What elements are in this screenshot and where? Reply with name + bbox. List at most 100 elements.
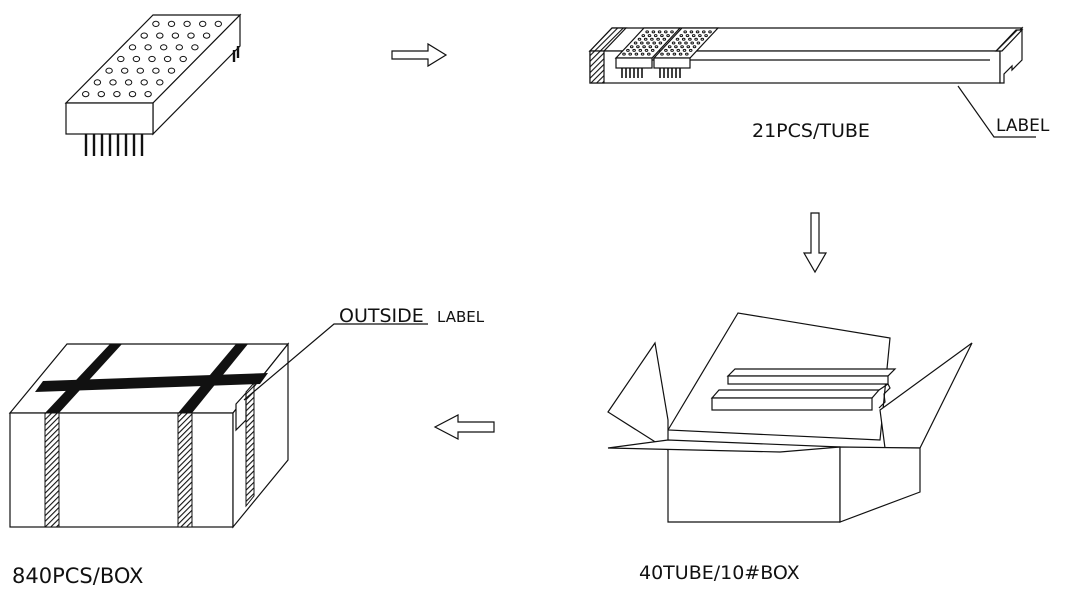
led-dot [105, 67, 113, 74]
led-dot [645, 30, 650, 34]
led-dot [167, 67, 176, 74]
led-dot [179, 55, 187, 63]
tube-label-text: LABEL [996, 116, 1050, 136]
led-dot [670, 30, 674, 34]
led-dot [636, 45, 640, 49]
led-dot [128, 44, 137, 51]
led-dot [171, 32, 180, 39]
led-dot [140, 32, 148, 39]
led-dot [690, 41, 695, 45]
led-dot [654, 45, 659, 49]
tube-capacity-text: 21PCS/TUBE [752, 120, 870, 142]
led-dot [121, 67, 129, 74]
led-dot [662, 37, 667, 41]
led-dot [650, 37, 654, 41]
led-dot [128, 91, 137, 98]
led-dot [657, 30, 662, 34]
led-dot [156, 79, 164, 86]
led-dot [692, 45, 697, 49]
box-capacity-text: 840PCS/BOX [12, 564, 143, 588]
led-dot [688, 37, 692, 41]
led-dot [642, 45, 646, 49]
led-dot [202, 32, 211, 39]
led-dot [191, 44, 199, 51]
led-dot [678, 41, 682, 45]
led-dot [700, 37, 705, 41]
led-dot [656, 37, 660, 41]
tube [588, 26, 1036, 138]
led-dot [684, 41, 688, 45]
arrow-right-icon [391, 42, 448, 68]
led-dot [689, 30, 694, 34]
led-dot [628, 52, 633, 56]
led-dot [640, 41, 644, 45]
led-dot [199, 20, 207, 27]
led-dot [694, 37, 698, 41]
led-dot [653, 34, 658, 38]
led-dot [675, 37, 680, 41]
led-dot [671, 41, 676, 45]
led-dot [695, 30, 700, 34]
led-dot [136, 67, 145, 74]
led-dot [651, 30, 656, 34]
led-dot [647, 34, 652, 38]
led-dot [124, 79, 133, 86]
led-dot [672, 52, 677, 56]
led-dot [680, 45, 684, 49]
led-dot [132, 55, 141, 63]
led-dot [685, 34, 690, 38]
led-dot [638, 48, 643, 52]
led-dot [140, 79, 148, 86]
led-dot [97, 91, 106, 98]
outside-label-sub-text: LABEL [437, 308, 485, 326]
led-dot [163, 55, 172, 63]
led-dot [674, 45, 678, 49]
led-dot [685, 52, 689, 56]
led-dot [117, 55, 125, 63]
led-dot [109, 79, 117, 86]
led-dot [682, 48, 687, 52]
led-dot [183, 20, 191, 27]
led-dot [640, 52, 645, 56]
led-dot [93, 79, 102, 86]
led-dot [175, 44, 184, 51]
led-dot [708, 30, 712, 34]
led-dot [160, 44, 168, 51]
tube-modules [614, 27, 720, 78]
led-dot [113, 91, 121, 98]
led-dot [666, 34, 670, 38]
led-dot [652, 41, 657, 45]
led-dot [641, 34, 646, 38]
led-dot [704, 34, 708, 38]
led-dot [82, 91, 90, 98]
led-dot [660, 52, 664, 56]
led-dot [144, 44, 152, 51]
led-dot [691, 34, 696, 38]
led-dot [670, 48, 674, 52]
led-dot [644, 48, 649, 52]
led-dot [688, 48, 693, 52]
led-dot [664, 48, 668, 52]
led-dot [167, 20, 176, 27]
outside-label-text: OUTSIDE [339, 305, 424, 327]
led-dot [634, 52, 639, 56]
led-dot [626, 48, 630, 52]
led-dot [152, 67, 160, 74]
closed-box [8, 323, 428, 529]
open-box [607, 312, 973, 523]
led-dot [622, 52, 626, 56]
led-dot [632, 48, 636, 52]
led-dot [646, 41, 650, 45]
led-dot [696, 41, 701, 45]
led-dot [648, 45, 653, 49]
led-dot [637, 37, 642, 41]
led-dot [152, 20, 160, 27]
led-dot [678, 52, 683, 56]
led-dot [683, 30, 688, 34]
led-dot [187, 32, 195, 39]
led-dot [144, 91, 152, 98]
led-dot [633, 41, 638, 45]
led-dot [647, 52, 651, 56]
led-dot [658, 41, 663, 45]
